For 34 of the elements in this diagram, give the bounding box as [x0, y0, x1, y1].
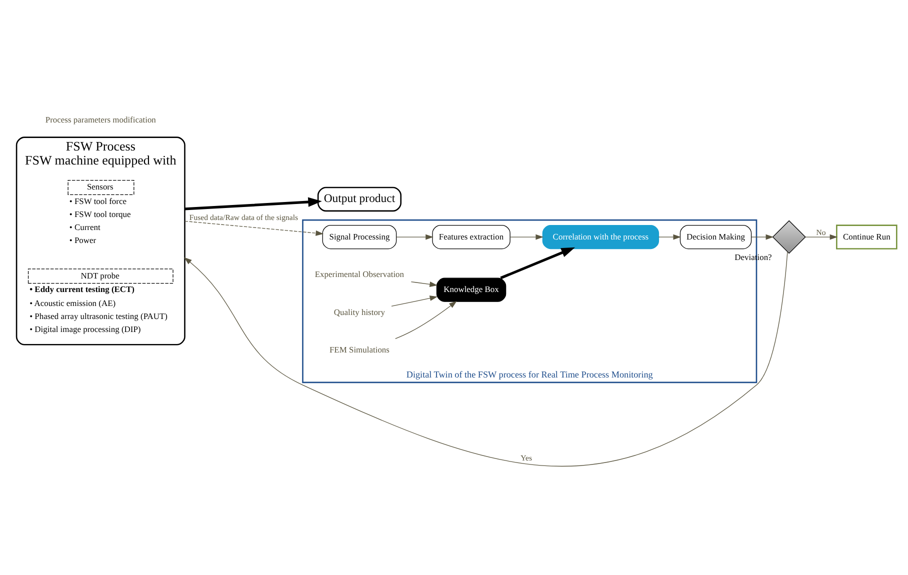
- node-box: Continue Run: [836, 224, 898, 250]
- node-diamond: [772, 220, 806, 254]
- arrow: [184, 197, 322, 210]
- node-text: Experimental Observation: [314, 269, 404, 280]
- node-box: NDT probe: [28, 268, 174, 284]
- node-box: Features extraction: [432, 224, 510, 250]
- arrow: [184, 251, 788, 466]
- arrow: [410, 281, 438, 288]
- arrow: [658, 234, 682, 240]
- node-label: • Phased array ultrasonic testing (PAUT): [30, 310, 168, 321]
- node-label: • Digital image processing (DIP): [30, 324, 141, 334]
- node-box: Decision Making: [680, 224, 752, 250]
- node-box: Sensors: [68, 180, 134, 195]
- node-text: FEM Simulations: [329, 344, 390, 355]
- node-text: Quality history: [334, 306, 385, 317]
- node-box: Knowledge Box: [436, 278, 506, 302]
- node-label: • Current: [69, 222, 100, 232]
- node-label: • Power: [69, 235, 96, 246]
- node-label: • FSW tool force: [69, 196, 127, 206]
- node-box: Output product: [317, 186, 402, 212]
- arrow: [396, 234, 434, 240]
- node-box: Signal Processing: [322, 224, 397, 250]
- arrow: [395, 301, 457, 340]
- node-label: • FSW tool torque: [69, 209, 131, 220]
- node-label: • Acoustic emission (AE): [30, 298, 116, 308]
- node-label: • Eddy current testing (ECT): [30, 284, 134, 294]
- node-box: Correlation with the process: [542, 224, 660, 250]
- label: Process parameters modification: [45, 114, 156, 125]
- arrow: [184, 220, 324, 236]
- arrow: [391, 296, 438, 307]
- arrow: [751, 234, 774, 240]
- arrow: [805, 234, 838, 240]
- arrow: [500, 247, 576, 280]
- arrow: [510, 234, 544, 240]
